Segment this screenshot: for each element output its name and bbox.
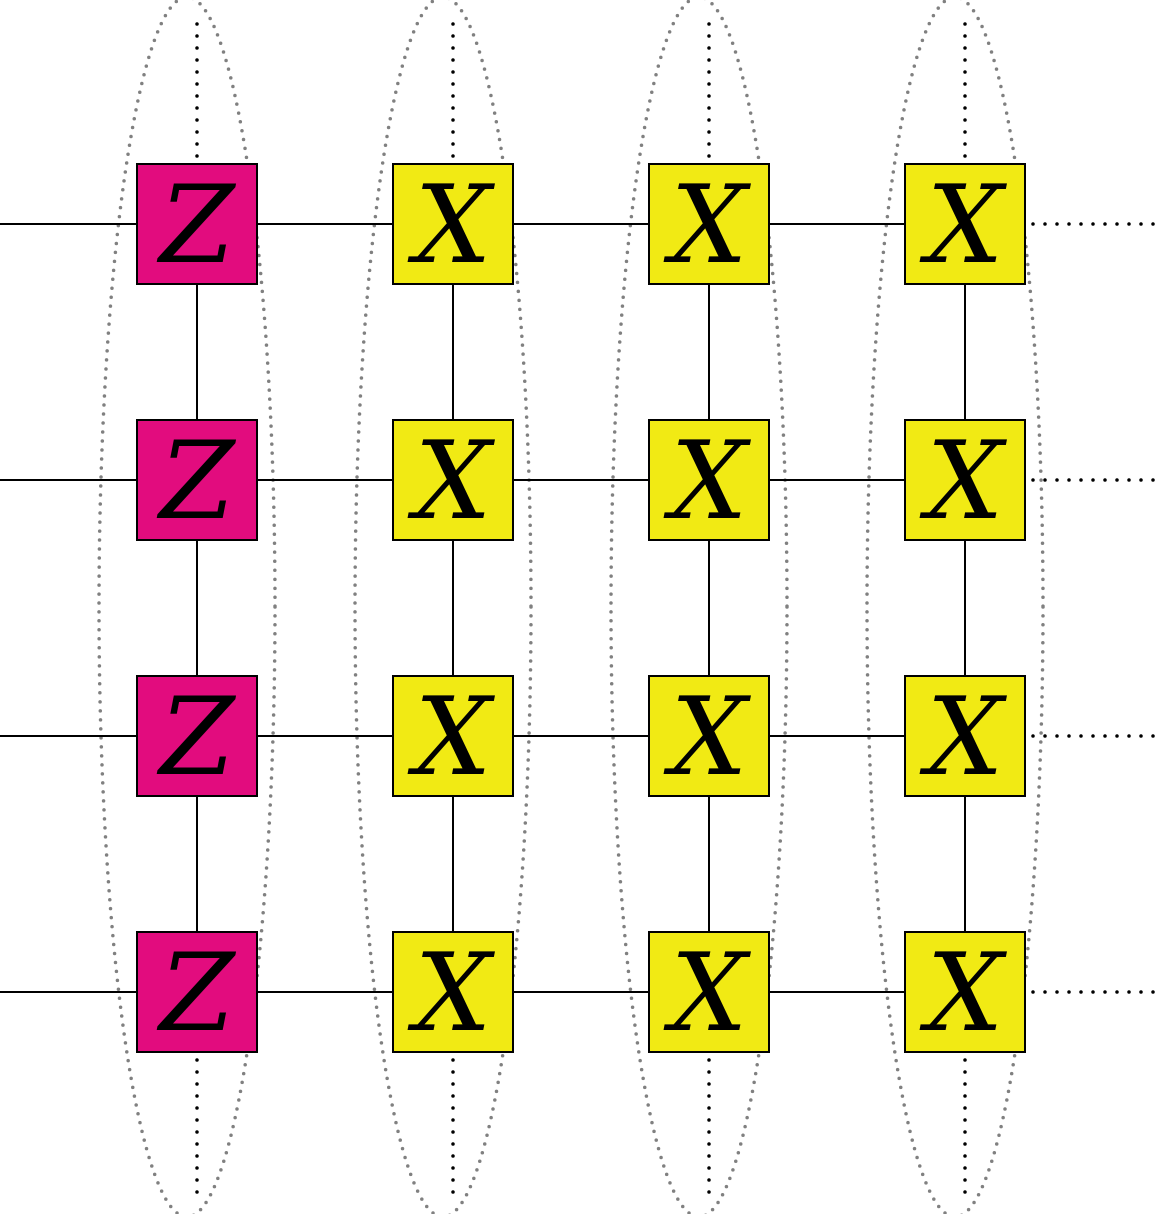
column-group-ellipse-1 <box>97 0 277 1214</box>
tile-label: X <box>408 419 496 544</box>
x-tile: X <box>904 675 1026 800</box>
column-groupings <box>97 0 1045 1214</box>
x-tile: X <box>392 931 514 1056</box>
tile-box <box>904 675 1026 797</box>
tile-box <box>648 931 770 1053</box>
tile-label: X <box>664 163 752 288</box>
z-tile: Z <box>136 163 258 288</box>
x-tile: X <box>904 931 1026 1056</box>
x-tile: X <box>648 419 770 544</box>
x-tile: X <box>904 163 1026 288</box>
tile-box <box>648 163 770 285</box>
tile-box <box>136 163 258 285</box>
tile-box <box>136 419 258 541</box>
tiles: Z Z Z Z X X X X X X X X X X X X <box>136 163 1026 1056</box>
tile-label: X <box>664 931 752 1056</box>
x-tile: X <box>392 163 514 288</box>
tile-label: Z <box>156 419 236 544</box>
tile-label: X <box>920 675 1008 800</box>
tile-box <box>648 675 770 797</box>
column-group-ellipse-2 <box>353 0 533 1214</box>
tile-label: Z <box>156 163 236 288</box>
x-tile: X <box>904 419 1026 544</box>
tile-box <box>904 931 1026 1053</box>
z-tile: Z <box>136 675 258 800</box>
tile-box <box>136 675 258 797</box>
x-tile: X <box>648 931 770 1056</box>
tile-box <box>648 419 770 541</box>
tile-label: X <box>664 675 752 800</box>
tile-label: X <box>664 419 752 544</box>
z-tile: Z <box>136 419 258 544</box>
x-tile: X <box>648 163 770 288</box>
tile-label: X <box>920 419 1008 544</box>
tile-label: X <box>408 163 496 288</box>
tile-label: X <box>408 675 496 800</box>
x-tile: X <box>392 675 514 800</box>
tile-label: Z <box>156 675 236 800</box>
x-tile: X <box>648 675 770 800</box>
x-tile: X <box>392 419 514 544</box>
column-group-ellipse-3 <box>609 0 789 1214</box>
tile-box <box>904 419 1026 541</box>
tile-box <box>392 931 514 1053</box>
column-group-ellipse-4 <box>865 0 1045 1214</box>
z-tile: Z <box>136 931 258 1056</box>
tile-label: Z <box>156 931 236 1056</box>
tile-box <box>392 163 514 285</box>
tile-label: X <box>920 931 1008 1056</box>
tile-box <box>904 163 1026 285</box>
tile-box <box>136 931 258 1053</box>
tile-label: X <box>408 931 496 1056</box>
tile-box <box>392 675 514 797</box>
tile-label: X <box>920 163 1008 288</box>
tile-box <box>392 419 514 541</box>
